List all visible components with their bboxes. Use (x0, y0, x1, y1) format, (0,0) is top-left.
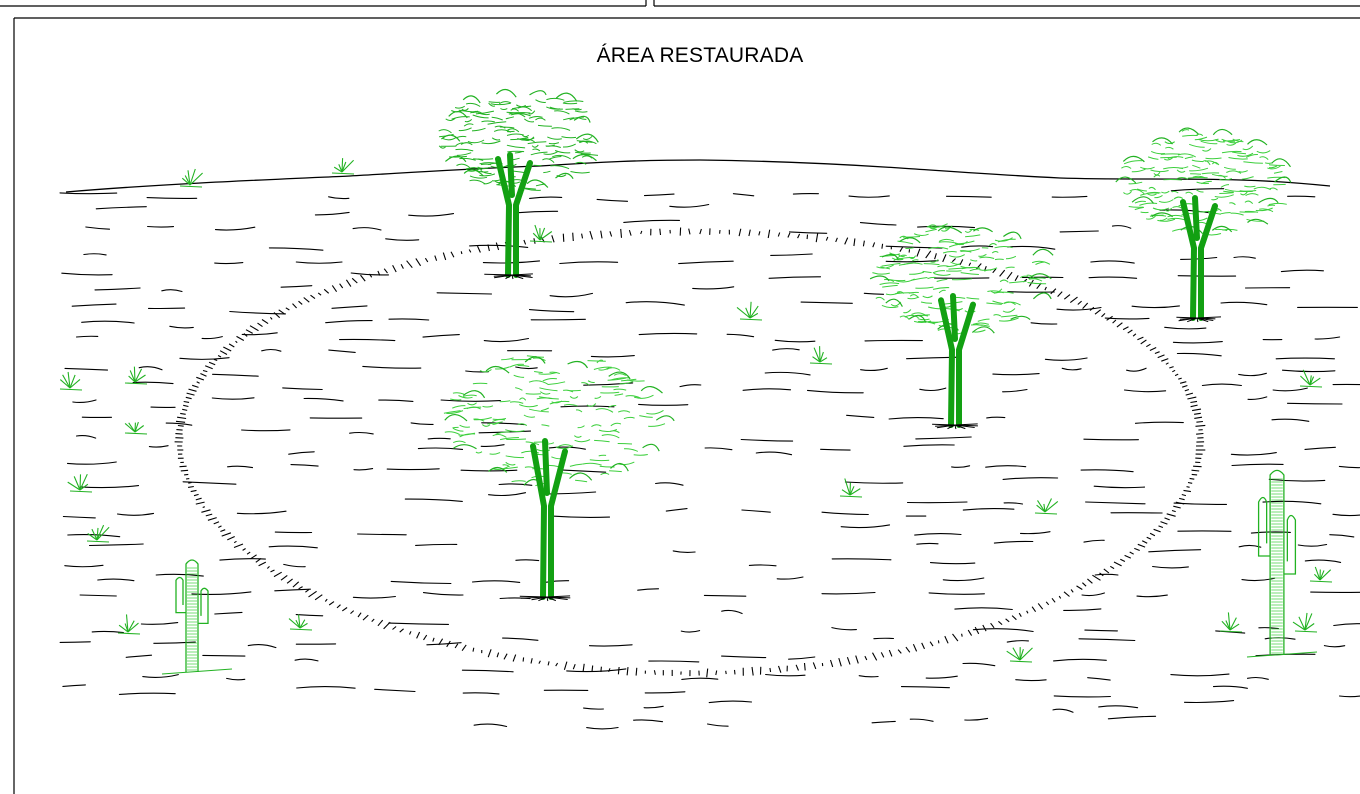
page-title: ÁREA RESTAURADA (596, 44, 804, 67)
grass-tufts (59, 158, 1333, 663)
horizon-line (65, 159, 1331, 193)
tree (443, 355, 675, 602)
tree (869, 223, 1054, 430)
ground-texture (59, 188, 1360, 730)
cactus (1246, 469, 1318, 658)
tree (438, 89, 599, 280)
tree (1115, 127, 1292, 323)
restored-area-boundary (174, 227, 1206, 678)
cactus (161, 559, 233, 675)
